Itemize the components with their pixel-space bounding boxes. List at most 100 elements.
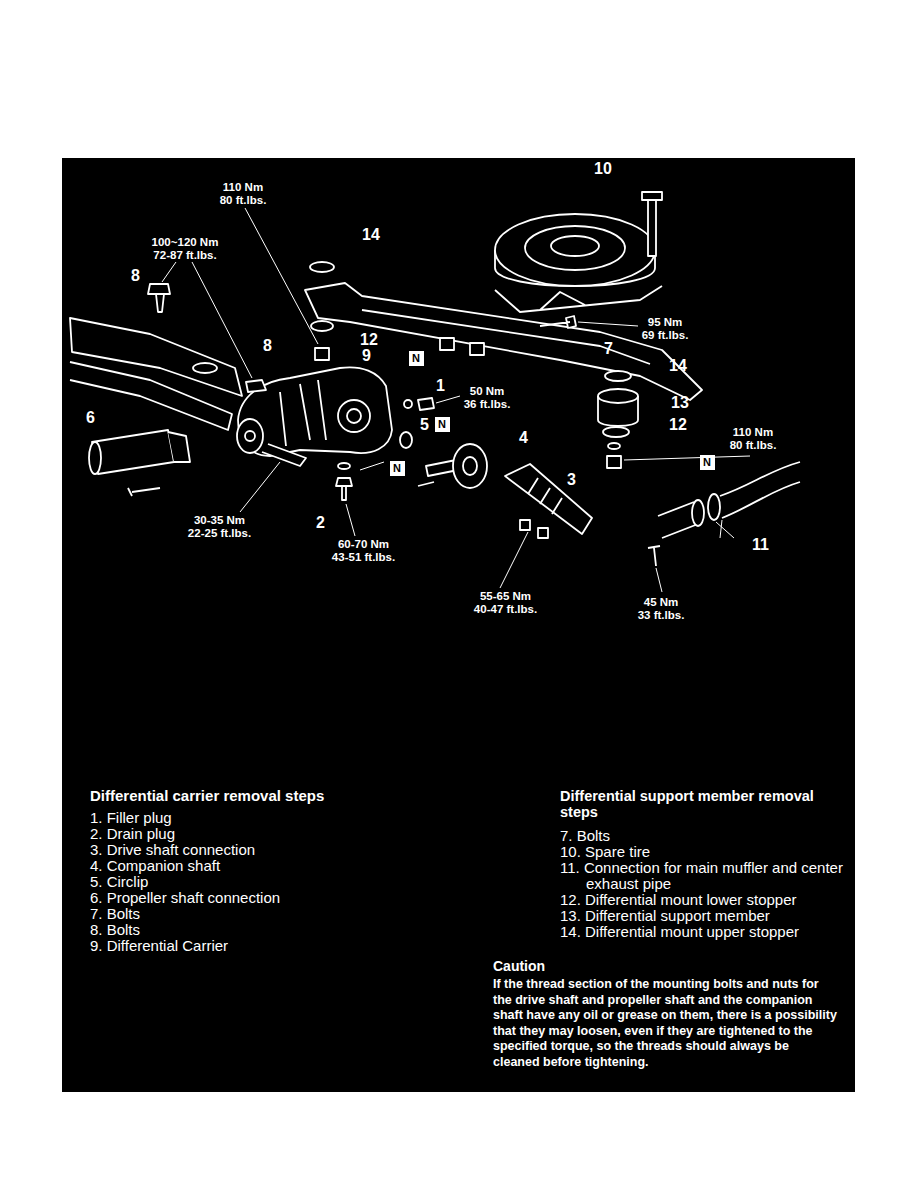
new-part-mark: N bbox=[409, 351, 424, 366]
mark-letter: N bbox=[703, 457, 711, 468]
filler-washer bbox=[404, 400, 412, 408]
mount-nut bbox=[315, 348, 329, 360]
torque-value: 100~120 Nm 72-87 ft.lbs. bbox=[150, 236, 220, 262]
drive-shaft-boot bbox=[528, 478, 562, 514]
callout-number: 10 bbox=[594, 160, 612, 178]
step-item: 5. Circlip bbox=[90, 874, 390, 890]
upper-stopper bbox=[310, 262, 334, 272]
new-part-mark: N bbox=[700, 455, 715, 470]
step-item: 13. Differential support member bbox=[560, 908, 848, 924]
frame-rail bbox=[70, 362, 232, 430]
torque-value: 60-70 Nm 43-51 ft.lbs. bbox=[330, 538, 397, 564]
list-heading: Differential support member removal step… bbox=[560, 788, 852, 820]
step-item: 11. Connection for main muffler and cent… bbox=[560, 860, 874, 892]
caution-note: If the thread section of the mounting bo… bbox=[493, 977, 838, 1070]
list-heading: Differential carrier removal steps bbox=[90, 788, 390, 804]
companion-flange bbox=[453, 444, 487, 488]
mark-letter: N bbox=[412, 353, 420, 364]
propeller-shaft-end bbox=[89, 442, 101, 474]
bolt bbox=[148, 284, 170, 312]
companion-bolt bbox=[418, 482, 434, 486]
callout-number: 1 bbox=[436, 377, 445, 395]
lower-stopper bbox=[603, 427, 629, 437]
support-bushing bbox=[470, 343, 484, 355]
step-item: 10. Spare tire bbox=[560, 844, 848, 860]
step-item: 9. Differential Carrier bbox=[90, 938, 390, 954]
new-part-mark: N bbox=[390, 461, 405, 476]
black-panel bbox=[62, 158, 855, 1092]
leader-line bbox=[716, 520, 734, 538]
leader-line bbox=[346, 504, 355, 536]
leader-line bbox=[360, 462, 384, 470]
leader-line bbox=[162, 262, 252, 378]
callout-number: 14 bbox=[669, 357, 687, 375]
tire-bracket bbox=[495, 286, 662, 312]
mark-letter: N bbox=[438, 419, 446, 430]
drain-plug bbox=[336, 478, 352, 500]
exhaust-flange bbox=[708, 494, 720, 520]
bolt bbox=[540, 316, 576, 328]
tire-bolt-head bbox=[642, 192, 662, 200]
torque-value: 50 Nm 36 ft.lbs. bbox=[462, 385, 512, 411]
callout-number: 7 bbox=[604, 340, 613, 358]
leader-line bbox=[245, 208, 318, 344]
upper-stopper bbox=[605, 371, 631, 381]
callout-number: 11 bbox=[752, 536, 769, 554]
carrier-output-hub bbox=[347, 409, 361, 423]
callout-number: 9 bbox=[362, 347, 371, 365]
frame-hole bbox=[193, 363, 217, 373]
callout-number: 6 bbox=[86, 409, 95, 427]
carrier-flange bbox=[237, 419, 263, 453]
companion-flange-hub bbox=[463, 457, 477, 475]
carrier-rib bbox=[280, 380, 326, 446]
callout-number: 8 bbox=[131, 267, 140, 285]
filler-plug bbox=[418, 398, 434, 410]
drain-washer bbox=[338, 463, 350, 469]
carrier-output bbox=[338, 400, 370, 432]
mount-washer bbox=[608, 443, 620, 449]
step-item: 7. Bolts bbox=[90, 906, 390, 922]
torque-value: 30-35 Nm 22-25 ft.lbs. bbox=[186, 514, 253, 540]
torque-value: 110 Nm 80 ft.lbs. bbox=[728, 426, 778, 452]
drive-shaft-nut bbox=[538, 528, 548, 538]
callout-number: 8 bbox=[263, 337, 272, 355]
exhaust-pipe bbox=[720, 462, 800, 518]
propeller-yoke bbox=[168, 432, 190, 462]
step-item: 4. Companion shaft bbox=[90, 858, 390, 874]
callout-number: 14 bbox=[362, 226, 380, 244]
carrier-flange-hub bbox=[245, 431, 255, 441]
mount-cylinder-top bbox=[598, 389, 638, 403]
leader-line bbox=[656, 568, 662, 592]
callout-number: 2 bbox=[316, 514, 325, 532]
circlip bbox=[400, 432, 412, 448]
support-member-edge bbox=[362, 310, 650, 364]
step-item: 6. Propeller shaft connection bbox=[90, 890, 390, 906]
callout-number: 12 bbox=[360, 331, 378, 349]
step-item: 2. Drain plug bbox=[90, 826, 390, 842]
new-part-mark: N bbox=[435, 417, 450, 432]
leader-line bbox=[436, 396, 460, 403]
spare-tire-hub bbox=[551, 236, 599, 256]
callout-number: 13 bbox=[671, 394, 689, 412]
propeller-bolt bbox=[128, 488, 160, 496]
torque-value: 110 Nm 80 ft.lbs. bbox=[218, 181, 268, 207]
step-item: 14. Differential mount upper stopper bbox=[560, 924, 848, 940]
callout-number: 3 bbox=[567, 471, 576, 489]
step-item: 1. Filler plug bbox=[90, 810, 390, 826]
torque-value: 95 Nm 69 ft.lbs. bbox=[640, 316, 690, 342]
carrier-mount-arm bbox=[262, 444, 306, 466]
step-item: 7. Bolts bbox=[560, 828, 848, 844]
exhaust-flange bbox=[692, 500, 704, 526]
callout-number: 5 bbox=[420, 416, 429, 434]
spare-tire-rim bbox=[525, 226, 625, 270]
drive-shaft-nut bbox=[520, 520, 530, 530]
leader-line bbox=[240, 462, 280, 512]
torque-value: 55-65 Nm 40-47 ft.lbs. bbox=[472, 590, 539, 616]
lower-stopper bbox=[311, 321, 333, 331]
exhaust-bolt bbox=[648, 546, 660, 566]
step-item: 3. Drive shaft connection bbox=[90, 842, 390, 858]
spare-tire bbox=[495, 214, 655, 286]
callout-number: 12 bbox=[669, 416, 687, 434]
